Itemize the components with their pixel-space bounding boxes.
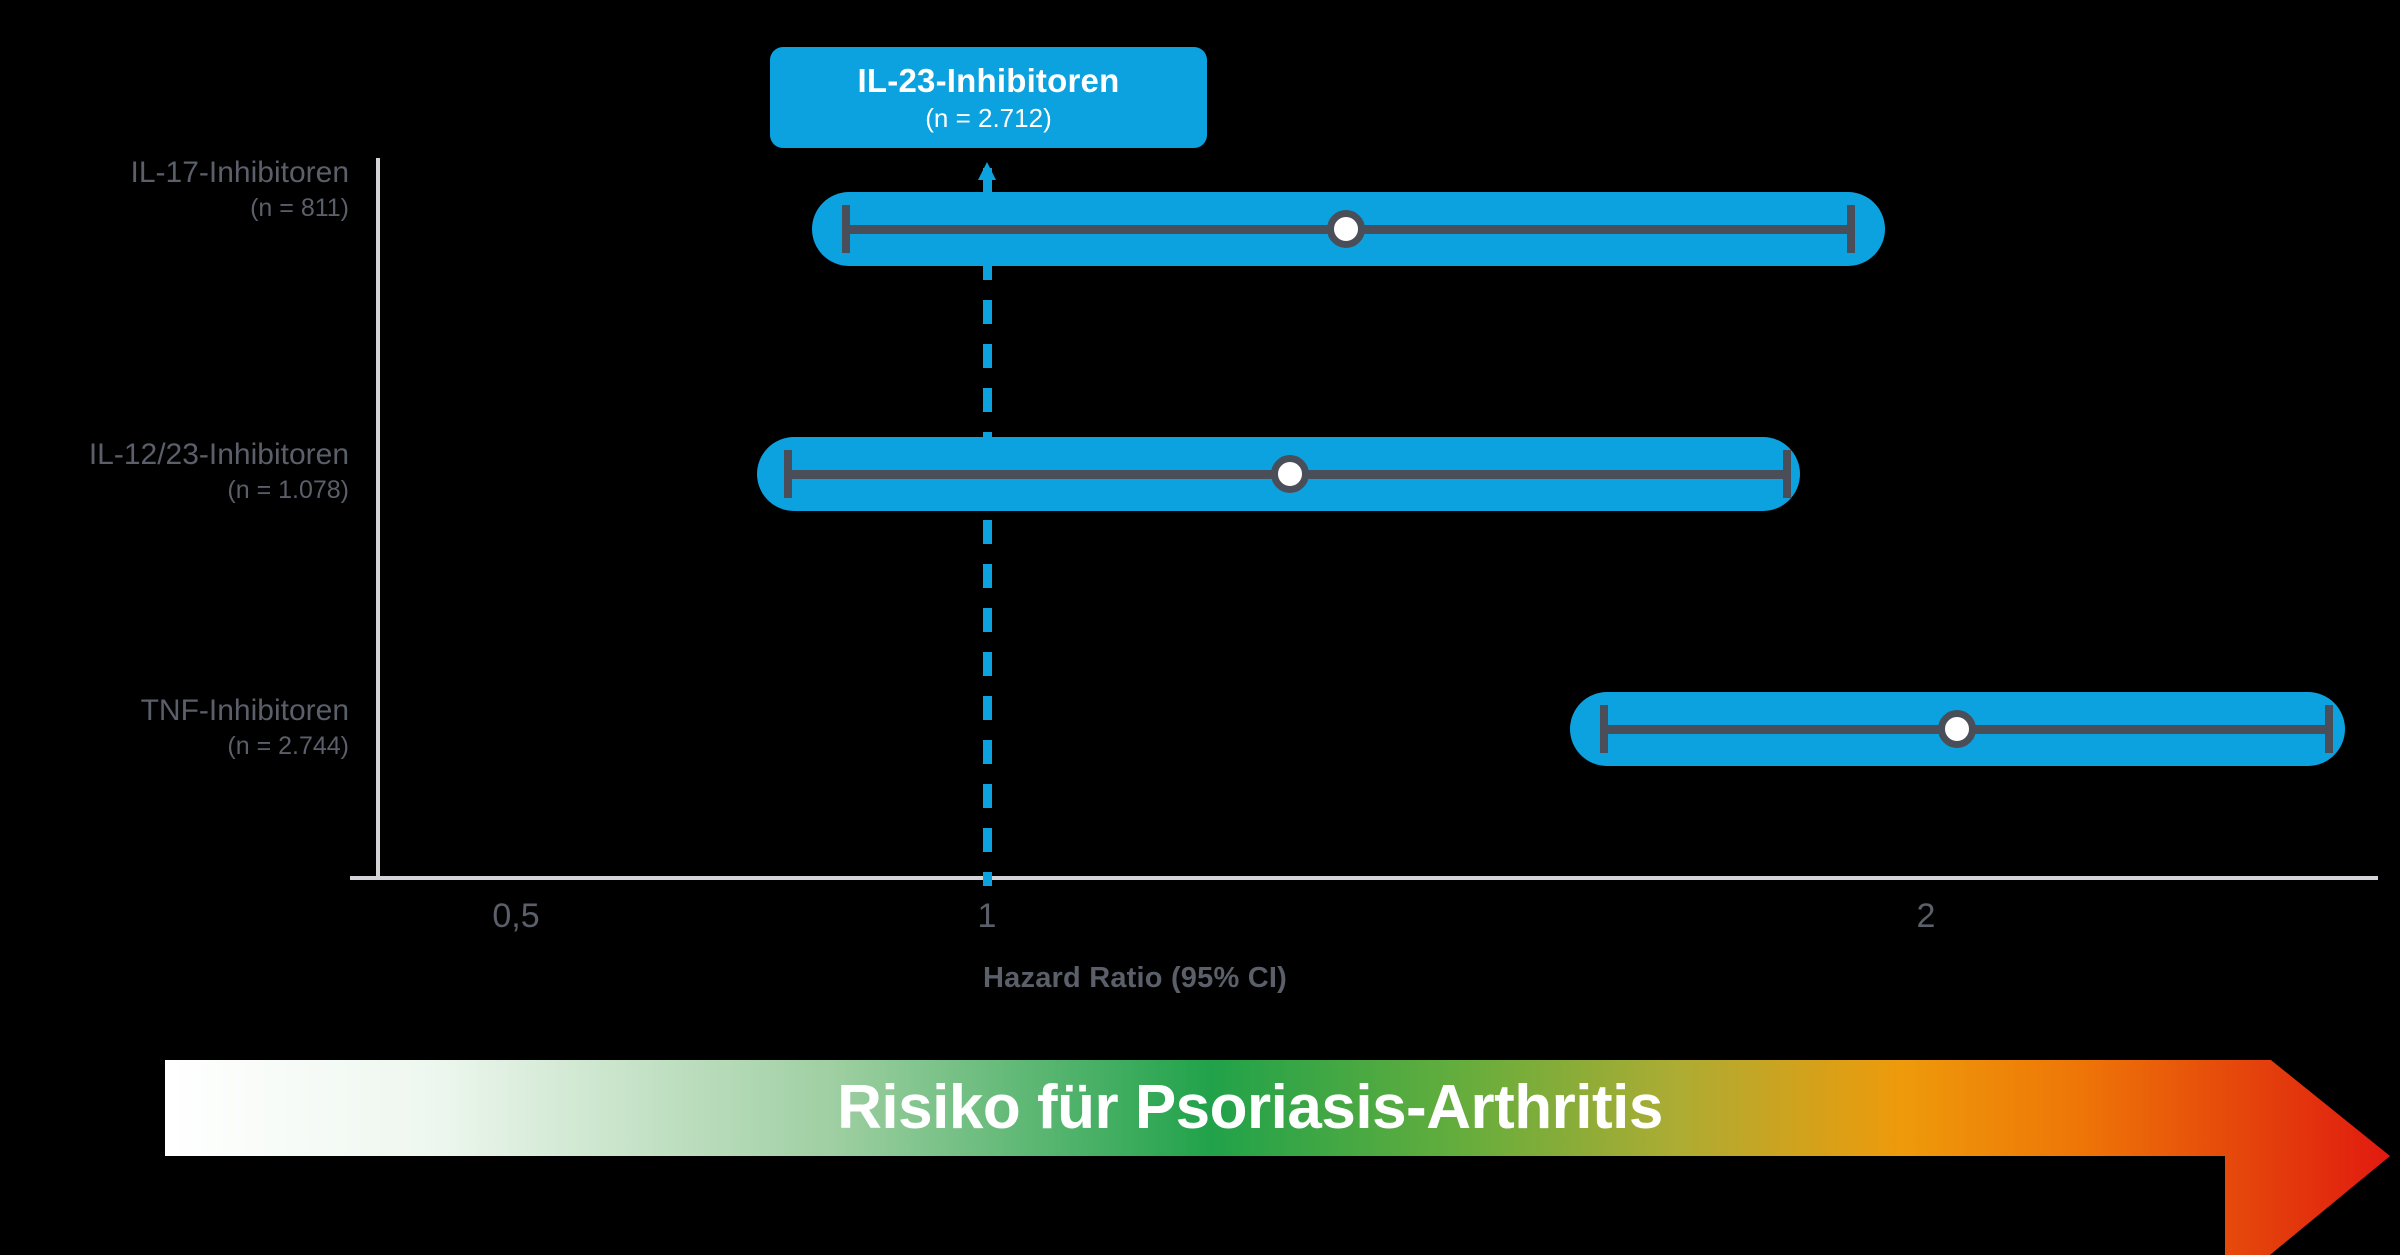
ci-cap-low: [1600, 705, 1608, 753]
ci-cap-high: [1847, 205, 1855, 253]
row-label-name: IL-12/23-Inhibitoren: [88, 438, 349, 471]
row-label-n: (n = 811): [250, 194, 349, 223]
x-tick-1: 1: [977, 897, 997, 935]
y-axis-line: [376, 158, 380, 880]
forest-plot-figure: IL-23-Inhibitoren (n = 2.712) IL-17-Inhi…: [0, 47, 2400, 1255]
x-axis-title-text: Hazard Ratio (95% CI): [983, 962, 1287, 994]
reference-group-label: IL-23-Inhibitoren: [857, 61, 1120, 99]
reference-group-callout: IL-23-Inhibitoren (n = 2.712): [770, 47, 1207, 148]
ci-cap-high: [2325, 705, 2333, 753]
x-tick-2: 2: [1916, 897, 1936, 935]
risk-gradient-arrow: [165, 1060, 2390, 1255]
point-estimate-marker: [1938, 710, 1976, 748]
row-label-tnf: TNF-Inhibitoren (n = 2.744): [0, 693, 349, 763]
row-label-il17: IL-17-Inhibitoren (n = 811): [0, 155, 349, 225]
x-tick-0: 0,5: [492, 897, 540, 935]
row-label-name: TNF-Inhibitoren: [140, 694, 349, 727]
x-axis-line: [350, 876, 2378, 880]
point-estimate-marker: [1327, 210, 1365, 248]
row-label-name: IL-17-Inhibitoren: [130, 156, 349, 189]
ci-cap-low: [784, 450, 792, 498]
row-label-n: (n = 2.744): [227, 732, 349, 761]
point-estimate-marker: [1271, 455, 1309, 493]
x-axis-title: Hazard Ratio (95% CI): [0, 962, 2400, 995]
row-label-il1223: IL-12/23-Inhibitoren (n = 1.078): [0, 437, 349, 507]
row-label-n: (n = 1.078): [227, 476, 349, 505]
reference-group-n: (n = 2.712): [925, 102, 1052, 133]
reference-arrow-icon: [969, 160, 1005, 196]
reference-line-hr1: [983, 168, 992, 886]
ci-cap-low: [842, 205, 850, 253]
ci-cap-high: [1783, 450, 1791, 498]
